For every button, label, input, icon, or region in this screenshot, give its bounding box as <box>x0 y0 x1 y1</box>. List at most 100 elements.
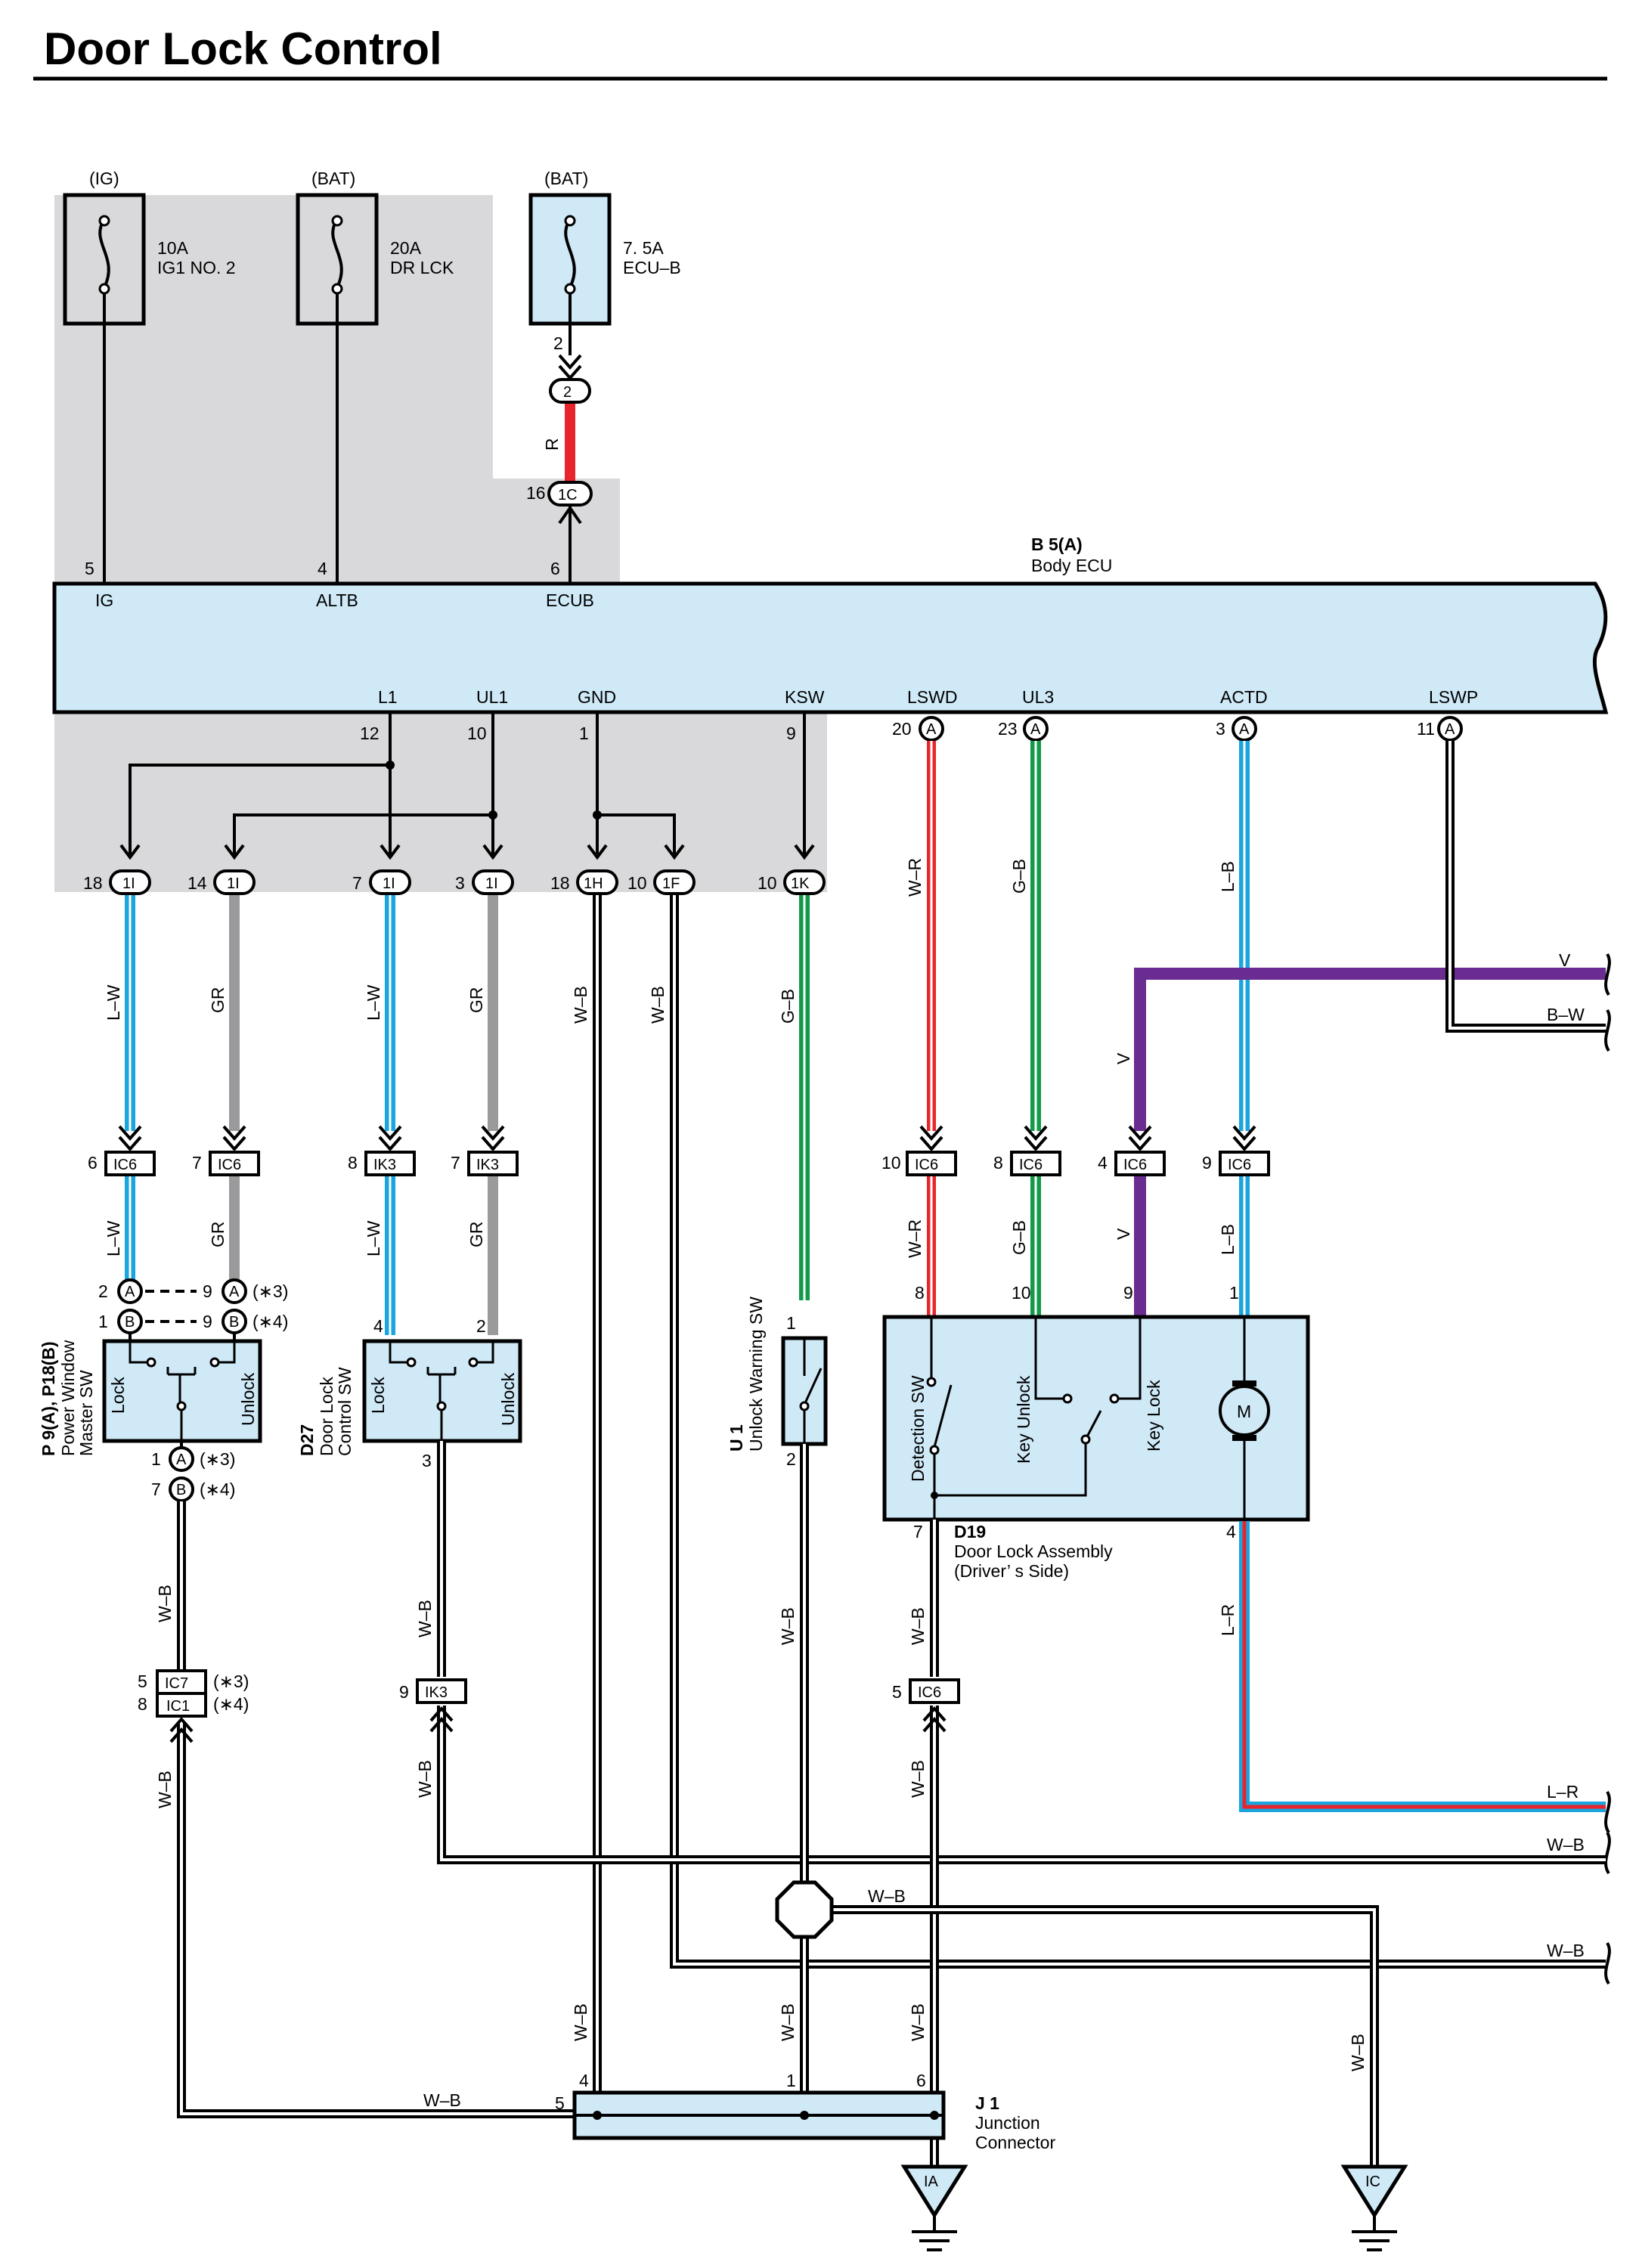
ecu-pin-num: 12 <box>360 723 380 743</box>
wire-label: W–B <box>908 2003 928 2041</box>
wire-label: W–B <box>778 2003 798 2041</box>
switch-label: Key Lock <box>1144 1380 1163 1452</box>
wire-label: W–B <box>868 1886 906 1906</box>
ecu-pin-name: GND <box>578 687 616 707</box>
pin-num: 4 <box>1226 1522 1236 1541</box>
conn-id: 1I <box>485 875 498 892</box>
pin-num: 1 <box>786 2071 796 2090</box>
conn-pin: 8 <box>993 1153 1003 1173</box>
ecu-pin-name: UL3 <box>1022 687 1054 707</box>
conn-id: 1I <box>227 875 240 892</box>
ecub-pin-bottom: 16 <box>526 483 546 503</box>
note: (∗3) <box>213 1672 249 1691</box>
conn-id: IC6 <box>218 1157 241 1173</box>
conn-pin: 4 <box>1098 1153 1108 1173</box>
conn-pin: 10 <box>627 873 647 893</box>
lower-connectors: 5 IC7 (∗3) 8 IC1 (∗4) 9 IK3 5 IC6 <box>138 1669 960 1718</box>
wire-label: V <box>1114 1228 1133 1240</box>
mid-wire-labels: L–W GR L–W GR W–R G–B V L–B <box>104 1219 1238 1258</box>
mid-arrows <box>118 1125 1256 1152</box>
conn-letter: A <box>125 1284 135 1300</box>
component-name: (Driver’ s Side) <box>954 1561 1069 1581</box>
wb-wires-lower <box>177 1441 1606 2167</box>
wire-label: L–R <box>1218 1604 1238 1636</box>
conn-id: IC7 <box>165 1675 188 1692</box>
fuse-name: DR LCK <box>390 258 454 277</box>
ground-id: IC <box>1365 2174 1380 2190</box>
door-lock-control-sw: 4 2 Lock Unlock D27 Door Lock Control SW… <box>297 1316 522 1470</box>
pin-num: 9 <box>1123 1283 1133 1303</box>
conn-id: IK3 <box>425 1684 448 1701</box>
pin-num: 9 <box>203 1312 212 1331</box>
page-title: Door Lock Control <box>44 23 442 74</box>
component-id: P 9(A), P18(B) <box>39 1341 58 1456</box>
fuse-rating: 10A <box>157 238 189 258</box>
conn-pin: 9 <box>399 1682 409 1702</box>
pin-num: 2 <box>476 1316 486 1336</box>
switch-label: Lock <box>108 1377 128 1414</box>
pin-num: 1 <box>98 1312 108 1331</box>
conn-pin: 7 <box>192 1153 202 1173</box>
wire-label: W–B <box>423 2090 461 2110</box>
conn-pin: 18 <box>83 873 103 893</box>
ecu-branch-wires <box>129 712 806 854</box>
power-window-master-sw: 2 A 1 B 9 A (∗3) 9 B (∗4) Lock Unlock P … <box>39 1278 288 1502</box>
junction-connector: 4 1 6 5 J 1 Junction Connector <box>555 2071 1055 2152</box>
conn-id: 1I <box>383 875 395 892</box>
pin-num: 6 <box>916 2071 926 2090</box>
wire-label: G–B <box>1009 1220 1029 1255</box>
ecu-pin-name: ALTB <box>316 590 358 610</box>
component-name: Control SW <box>335 1367 355 1456</box>
wire-label: V <box>1114 1052 1133 1064</box>
wire-label: G–B <box>1009 859 1029 894</box>
pin-num: 7 <box>913 1522 923 1541</box>
note: (∗4) <box>253 1312 288 1331</box>
ecub-wire: R <box>542 438 562 451</box>
ground-id: IA <box>924 2174 939 2190</box>
conn-pin: 6 <box>88 1153 98 1173</box>
conn-pin: 3 <box>455 873 465 893</box>
colored-wires-upper <box>125 741 1606 1300</box>
component-name: Door Lock Assembly <box>954 1541 1113 1561</box>
wire-label: GR <box>466 1222 486 1248</box>
shade-bottom <box>54 711 827 892</box>
ecu-pin-num: 4 <box>318 559 327 578</box>
wire-label: GR <box>466 987 486 1014</box>
ecu-pin-name: L1 <box>378 687 398 707</box>
break-marks <box>1604 953 1611 1985</box>
wire-label: W–B <box>648 986 668 1024</box>
conn-id: 1I <box>122 875 135 892</box>
conn-pin: 7 <box>352 873 362 893</box>
wire-label: GR <box>208 987 228 1014</box>
lr-wire: L–R L–R <box>1218 1521 1606 1812</box>
conn-letter: B <box>229 1314 239 1331</box>
switch-label: Unlock <box>238 1372 258 1426</box>
conn-letter: B <box>125 1314 135 1331</box>
switch-label: Key Unlock <box>1014 1375 1033 1464</box>
wire-label: GR <box>208 1222 228 1248</box>
fuse-supply: (BAT) <box>311 169 355 188</box>
conn-pin: 5 <box>892 1682 902 1702</box>
conn-letter: B <box>176 1482 186 1498</box>
conn-letter: A <box>229 1284 240 1300</box>
component-name: Junction <box>975 2113 1040 2133</box>
note: (∗4) <box>200 1479 235 1499</box>
ecu-pin-num: 6 <box>550 559 560 578</box>
conn-id: IC6 <box>113 1157 137 1173</box>
wire-label: W–B <box>571 2003 590 2041</box>
conn-id: 1K <box>791 875 810 892</box>
ecub-pin-top: 2 <box>553 333 563 353</box>
mid-connectors: 6 IC6 7 IC6 8 IK3 7 IK3 10 IC6 8 IC6 4 I… <box>88 1151 1270 1176</box>
wire-label: W–R <box>905 858 925 897</box>
ecu-pin-name: LSWP <box>1429 687 1478 707</box>
conn-pin: 14 <box>187 873 207 893</box>
ecu-pin-num: 10 <box>467 723 487 743</box>
ecub-conn-top: 2 <box>563 384 572 401</box>
ecu-a-connectors: A A A A <box>919 716 1463 742</box>
ecu-pin-num: 11 <box>1417 719 1435 739</box>
component-id: D27 <box>297 1424 317 1456</box>
pin-num: 2 <box>786 1449 796 1469</box>
fuse-name: ECU–B <box>623 258 681 277</box>
body-ecu: B 5(A) Body ECU 5 IG 4 ALTB 6 ECUB L1 UL… <box>52 534 1609 714</box>
